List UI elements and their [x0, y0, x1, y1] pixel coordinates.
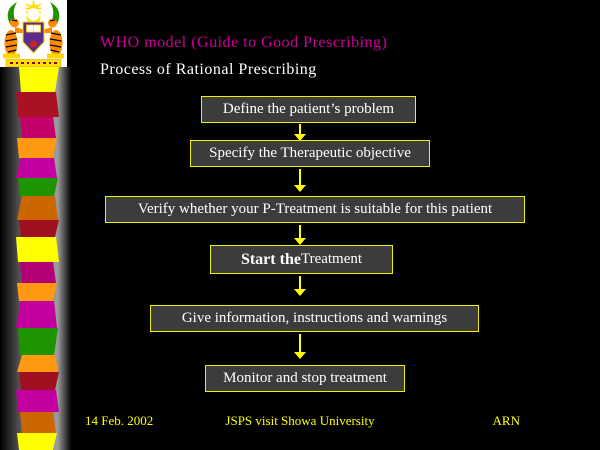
- footer-initials: ARN: [492, 413, 520, 428]
- flow-arrow: [294, 169, 306, 192]
- flow-arrow: [294, 225, 306, 245]
- arrow-down-icon: [294, 289, 306, 296]
- flow-step-label: Give information, instructions and warni…: [181, 310, 448, 326]
- slide-title: WHO model (Guide to Good Prescribing): [100, 34, 388, 51]
- flow-step-verify-treatment: Verify whether your P-Treatment is suita…: [105, 196, 525, 223]
- university-crest-icon: [0, 0, 67, 67]
- flow-step-label: Specify the Therapeutic objective: [209, 145, 411, 161]
- flow-step-define-problem: Define the patient’s problem: [201, 96, 416, 123]
- flow-step-label: Verify whether your P-Treatment is suita…: [137, 201, 493, 217]
- color-strip-blocks: [16, 67, 59, 450]
- flow-step-give-information: Give information, instructions and warni…: [150, 305, 479, 332]
- flow-step-label-bold: Start the: [240, 250, 301, 268]
- flow-step-label: Define the patient’s problem: [222, 101, 395, 117]
- arrow-down-icon: [294, 352, 306, 359]
- arrow-down-icon: [294, 185, 306, 192]
- flow-arrow: [294, 124, 306, 141]
- arrow-down-icon: [294, 134, 306, 141]
- footer-center-text: JSPS visit Showa University: [225, 413, 375, 428]
- flow-step-label: Treatment: [300, 251, 363, 267]
- arrow-down-icon: [294, 238, 306, 245]
- flow-step-label: Monitor and stop treatment: [223, 370, 387, 386]
- flow-step-monitor-treatment: Monitor and stop treatment: [205, 365, 405, 392]
- color-strip: [0, 67, 72, 450]
- footer-date: 14 Feb. 2002: [85, 413, 154, 428]
- flow-step-therapeutic-objective: Specify the Therapeutic objective: [190, 140, 430, 167]
- flow-arrow: [294, 276, 306, 296]
- flow-arrow: [294, 334, 306, 359]
- flow-step-start-treatment: Start the Treatment: [210, 245, 393, 274]
- slide-subtitle: Process of Rational Prescribing: [100, 61, 317, 78]
